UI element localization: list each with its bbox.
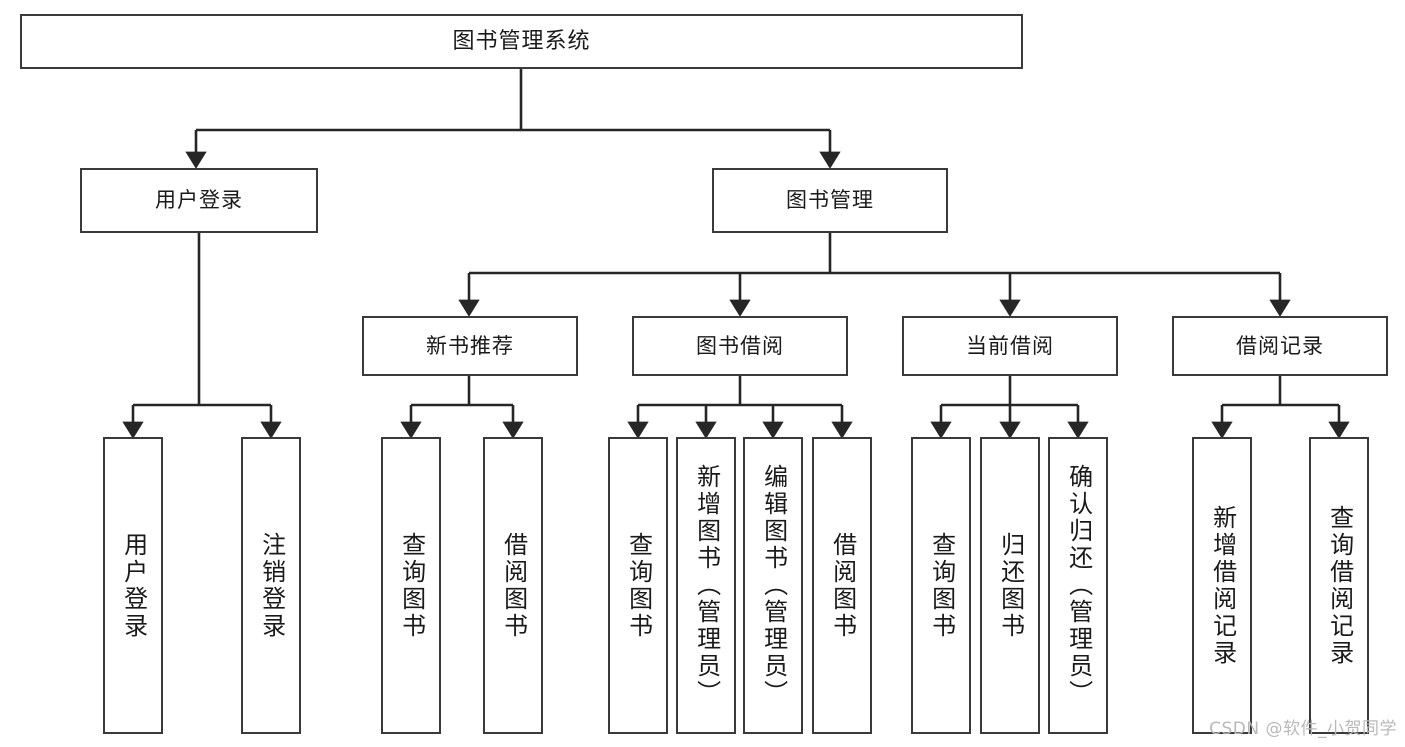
node-label: 查询图书	[927, 531, 956, 640]
node-label: 新增借阅记录	[1208, 504, 1237, 667]
node-label: 注销登录	[257, 531, 286, 640]
node-label: 当前借阅	[966, 333, 1054, 358]
node-leaf-add-book[interactable]: 新增图书（管理员）	[676, 437, 736, 734]
node-label: 借阅记录	[1236, 333, 1324, 358]
node-label: 图书管理系统	[452, 28, 591, 54]
node-current-borrow[interactable]: 当前借阅	[902, 316, 1118, 376]
node-leaf-confirm-return[interactable]: 确认归还（管理员）	[1048, 437, 1108, 734]
node-label: 图书管理	[786, 188, 874, 213]
node-label: 查询图书	[624, 531, 653, 640]
node-label: 编辑图书（管理员）	[759, 464, 788, 707]
node-label: 用户登录	[119, 531, 148, 640]
node-borrow-record[interactable]: 借阅记录	[1172, 316, 1388, 376]
node-label: 用户登录	[155, 188, 243, 213]
node-leaf-query-book-1[interactable]: 查询图书	[381, 437, 441, 734]
node-leaf-add-record[interactable]: 新增借阅记录	[1192, 437, 1252, 734]
node-leaf-user-login[interactable]: 用户登录	[103, 437, 163, 734]
node-book-borrow[interactable]: 图书借阅	[632, 316, 848, 376]
node-leaf-user-logout[interactable]: 注销登录	[241, 437, 301, 734]
csdn-watermark: CSDN @软件_小贺同学	[1209, 719, 1397, 739]
node-label: 新增图书（管理员）	[692, 464, 721, 707]
node-leaf-borrow-book-2[interactable]: 借阅图书	[812, 437, 872, 734]
node-label: 查询图书	[397, 531, 426, 640]
node-label: 借阅图书	[499, 531, 528, 640]
node-label: 查询借阅记录	[1325, 504, 1354, 667]
node-leaf-query-record[interactable]: 查询借阅记录	[1309, 437, 1369, 734]
node-label: 确认归还（管理员）	[1064, 464, 1093, 707]
node-leaf-return-book[interactable]: 归还图书	[980, 437, 1040, 734]
node-leaf-edit-book[interactable]: 编辑图书（管理员）	[743, 437, 803, 734]
node-label: 借阅图书	[828, 531, 857, 640]
node-leaf-borrow-book-1[interactable]: 借阅图书	[483, 437, 543, 734]
node-new-book-recommend[interactable]: 新书推荐	[362, 316, 578, 376]
node-book-manage[interactable]: 图书管理	[712, 168, 948, 233]
node-label: 归还图书	[996, 531, 1025, 640]
node-label: 图书借阅	[696, 333, 784, 358]
node-root-book-management-system[interactable]: 图书管理系统	[20, 14, 1023, 69]
node-label: 新书推荐	[426, 333, 514, 358]
node-user-login[interactable]: 用户登录	[80, 168, 318, 233]
node-leaf-query-book-2[interactable]: 查询图书	[608, 437, 668, 734]
node-leaf-query-book-3[interactable]: 查询图书	[911, 437, 971, 734]
